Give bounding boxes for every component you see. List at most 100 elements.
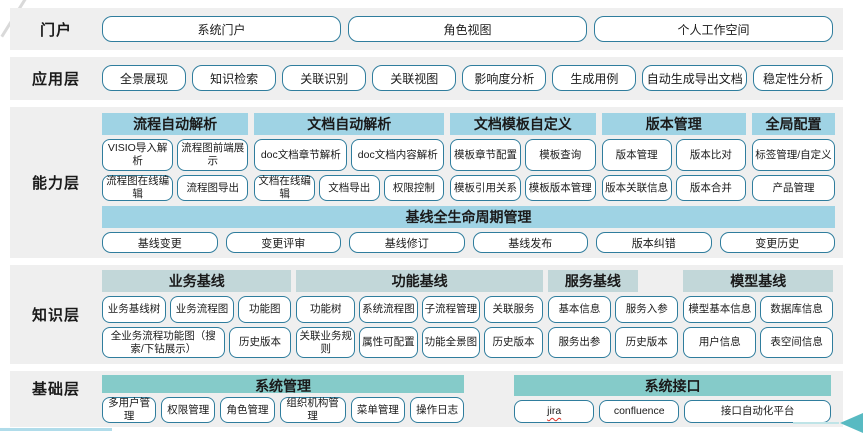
item-button[interactable]: doc文档内容解析	[351, 139, 445, 171]
button-label: 历史版本	[492, 336, 535, 349]
item-button[interactable]: 关联视图	[372, 65, 457, 91]
item-button[interactable]: 菜单管理	[350, 397, 405, 423]
button-label: jira	[547, 405, 562, 418]
button-label: 流程图在线编辑	[106, 175, 170, 200]
item-button[interactable]: 模板章节配置	[450, 139, 521, 171]
item-button[interactable]: 影响度分析	[462, 65, 547, 91]
item-button[interactable]: 流程图前端展示	[177, 139, 249, 171]
item-button[interactable]: 模型基本信息	[683, 296, 757, 323]
item-button[interactable]: 功能树	[296, 296, 356, 323]
item-button[interactable]: 功能全景图	[421, 327, 481, 358]
item-button[interactable]: 角色管理	[220, 397, 275, 423]
button-row: 功能树系统流程图子流程管理关联服务	[296, 296, 543, 323]
button-label: 基本信息	[558, 303, 601, 316]
button-label: 模板查询	[539, 148, 582, 161]
button-row: 关联业务规则属性可配置功能全景图历史版本	[296, 327, 543, 358]
item-button[interactable]: 关联业务规则	[296, 327, 356, 358]
item-button[interactable]: 关联识别	[282, 65, 367, 91]
button-label: 影响度分析	[474, 71, 535, 86]
item-button[interactable]: 属性可配置	[359, 327, 418, 358]
item-button[interactable]: 自动生成导出文档	[642, 65, 748, 91]
item-button[interactable]: jira	[514, 399, 595, 423]
item-button[interactable]: 历史版本	[484, 327, 543, 358]
item-button[interactable]: 个人工作空间	[594, 16, 833, 42]
button-row: 版本关联信息版本合并	[601, 175, 746, 201]
item-button[interactable]: 流程图在线编辑	[102, 175, 174, 201]
item-button[interactable]: 功能图	[237, 296, 292, 323]
item-button[interactable]: 服务入参	[615, 296, 679, 323]
group: 功能基线功能树系统流程图子流程管理关联服务关联业务规则属性可配置功能全景图历史版…	[296, 270, 543, 358]
button-label: 流程图前端展示	[181, 142, 245, 167]
item-button[interactable]: 操作日志	[409, 397, 465, 423]
item-button[interactable]: 角色视图	[348, 16, 587, 42]
item-button[interactable]: 全景展现	[102, 65, 187, 91]
button-label: 角色视图	[443, 22, 492, 37]
button-label: 关联业务规则	[299, 329, 353, 355]
item-button[interactable]: 历史版本	[615, 327, 679, 358]
item-button[interactable]: 全业务流程功能图（搜索/下钻展示）	[102, 327, 225, 358]
item-button[interactable]: 变更历史	[719, 232, 835, 253]
item-button[interactable]: 变更评审	[225, 232, 341, 253]
item-button[interactable]: 系统门户	[102, 16, 341, 42]
item-button[interactable]: 模板查询	[524, 139, 596, 171]
button-label: 操作日志	[416, 403, 459, 416]
item-button[interactable]: 版本比对	[675, 139, 746, 171]
item-button[interactable]: 版本管理	[601, 139, 672, 171]
item-button[interactable]: 用户信息	[683, 327, 757, 358]
button-label: 接口自动化平台	[720, 405, 795, 418]
item-button[interactable]: 基线变更	[102, 232, 218, 253]
item-button[interactable]: 业务基线树	[102, 296, 166, 323]
item-button[interactable]: 服务出参	[547, 327, 612, 358]
button-label: 数据库信息	[770, 303, 823, 316]
item-button[interactable]: 标签管理/自定义	[751, 139, 835, 171]
item-button[interactable]: 文档导出	[318, 175, 380, 201]
item-button[interactable]: 基线发布	[472, 232, 588, 253]
button-label: 模板章节配置	[454, 148, 518, 161]
item-button[interactable]: 组织机构管理	[279, 397, 346, 423]
group-header: 模型基线	[683, 270, 833, 292]
item-button[interactable]: 基线修订	[349, 232, 465, 253]
item-button[interactable]: 权限管理	[161, 397, 216, 423]
group: 系统管理多用户管理权限管理角色管理组织机构管理菜单管理操作日志	[102, 375, 465, 423]
item-button[interactable]: 多用户管理	[102, 397, 157, 423]
group: 服务基线基本信息服务入参服务出参历史版本	[547, 270, 679, 358]
button-label: 多用户管理	[108, 397, 151, 422]
item-button[interactable]: 接口自动化平台	[684, 399, 831, 423]
bottom-left-accent-line	[0, 428, 112, 431]
item-button[interactable]: 稳定性分析	[753, 65, 834, 91]
item-button[interactable]: 表空间信息	[760, 327, 834, 358]
item-button[interactable]: 基本信息	[547, 296, 612, 323]
item-button[interactable]: 知识检索	[192, 65, 277, 91]
button-label: doc文档章节解析	[260, 148, 341, 161]
item-button[interactable]: 历史版本	[228, 327, 292, 358]
button-label: 权限管理	[167, 403, 210, 416]
button-row: 全业务流程功能图（搜索/下钻展示）历史版本	[102, 327, 292, 358]
item-button[interactable]: 子流程管理	[421, 296, 481, 323]
item-button[interactable]: 生成用例	[552, 65, 637, 91]
item-button[interactable]: 权限控制	[383, 175, 445, 201]
item-button[interactable]: 文档在线编辑	[254, 175, 315, 201]
group-header: 业务基线	[102, 270, 292, 292]
item-button[interactable]: doc文档章节解析	[254, 139, 348, 171]
baseline-group-header: 基线全生命周期管理	[102, 206, 835, 228]
item-button[interactable]: 模板版本管理	[524, 175, 596, 201]
item-button[interactable]: 版本关联信息	[601, 175, 672, 201]
item-button[interactable]: 数据库信息	[760, 296, 834, 323]
item-button[interactable]: 版本合并	[675, 175, 746, 201]
application-button-row: 全景展现知识检索关联识别关联视图 影响度分析 生成用例自动生成导出文档稳定性分析	[102, 57, 843, 99]
button-label: 角色管理	[226, 403, 269, 416]
button-label: 产品管理	[772, 181, 815, 194]
item-button[interactable]: 模板引用关系	[450, 175, 521, 201]
item-button[interactable]: confluence	[599, 399, 680, 423]
item-button[interactable]: 版本纠错	[596, 232, 712, 253]
item-button[interactable]: 产品管理	[751, 175, 835, 201]
item-button[interactable]: VISIO导入解析	[102, 139, 174, 171]
item-button[interactable]: 流程图导出	[177, 175, 249, 201]
application-content: 全景展现知识检索关联识别关联视图 影响度分析 生成用例自动生成导出文档稳定性分析	[102, 57, 843, 100]
item-button[interactable]: 系统流程图	[359, 296, 418, 323]
item-button[interactable]: 关联服务	[484, 296, 543, 323]
item-button[interactable]: 业务流程图	[169, 296, 234, 323]
